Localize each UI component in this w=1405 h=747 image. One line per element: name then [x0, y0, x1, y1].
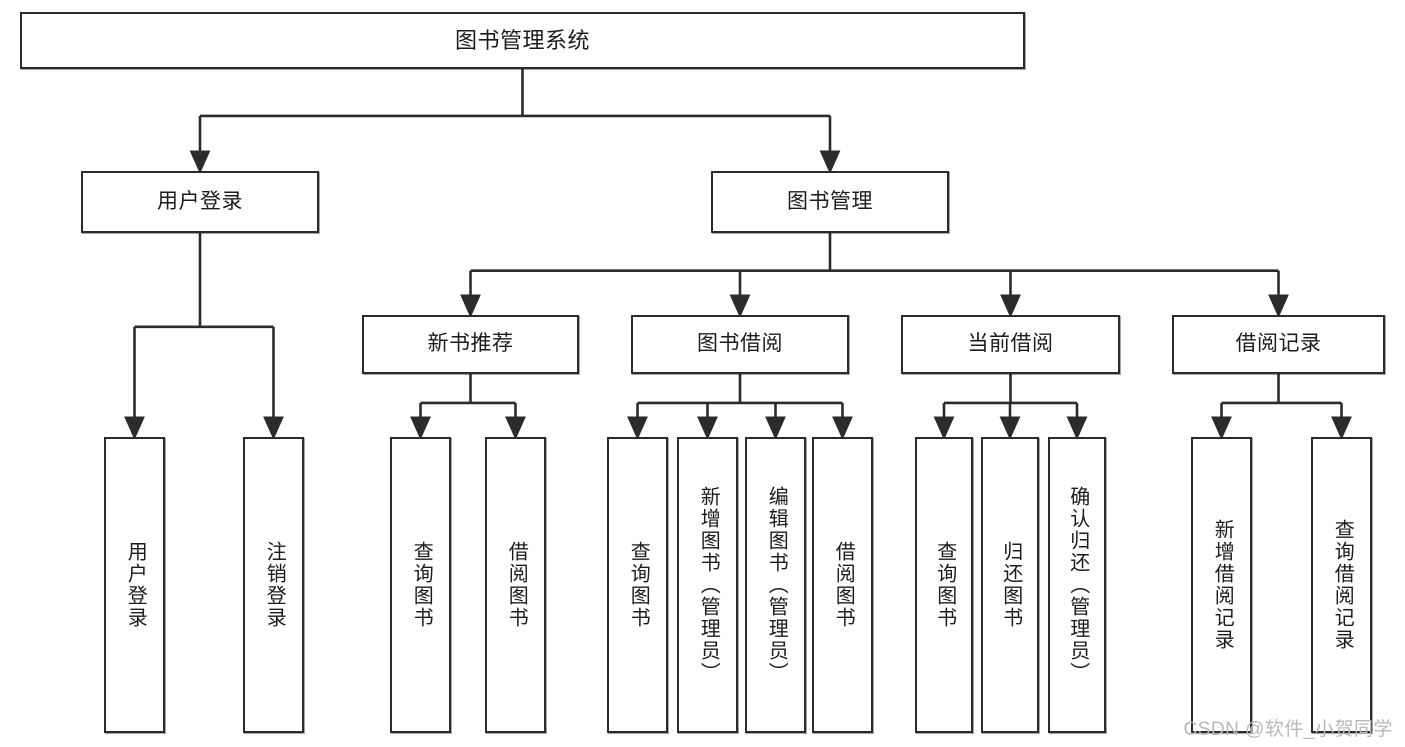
node-leaf-borrow-book-rec[interactable]: 借阅图书 — [485, 437, 546, 733]
node-leaf-add-book[interactable]: 新增图书（管理员） — [677, 437, 738, 733]
node-leaf-return-book[interactable]: 归还图书 — [981, 437, 1039, 733]
node-label: 新增图书（管理员） — [697, 486, 720, 684]
node-label: 查询图书 — [933, 541, 956, 629]
node-borrow-record[interactable]: 借阅记录 — [1172, 315, 1385, 374]
node-label: 图书借阅 — [697, 332, 783, 356]
node-current-borrow[interactable]: 当前借阅 — [901, 315, 1120, 374]
node-label: 图书管理 — [787, 189, 873, 213]
node-label: 当前借阅 — [967, 332, 1054, 356]
node-leaf-query-book-cb[interactable]: 查询图书 — [915, 437, 973, 733]
node-label: 用户登录 — [124, 541, 147, 629]
node-label: 查询借阅记录 — [1331, 519, 1354, 651]
node-label: 注销登录 — [263, 541, 286, 629]
node-leaf-query-book-rec[interactable]: 查询图书 — [390, 437, 451, 733]
node-label: 查询图书 — [410, 541, 433, 629]
node-new-book-rec[interactable]: 新书推荐 — [362, 315, 579, 374]
node-label: 新书推荐 — [427, 332, 514, 356]
node-label: 借阅图书 — [832, 541, 855, 629]
node-label: 借阅图书 — [505, 541, 528, 629]
node-user-login[interactable]: 用户登录 — [81, 171, 319, 233]
node-label: 新增借阅记录 — [1211, 519, 1234, 651]
node-leaf-query-record[interactable]: 查询借阅记录 — [1311, 437, 1372, 733]
node-leaf-user-login[interactable]: 用户登录 — [104, 437, 165, 733]
node-label: 查询图书 — [627, 541, 650, 629]
node-book-borrow[interactable]: 图书借阅 — [631, 315, 849, 374]
connector-edges — [124, 69, 1352, 440]
node-leaf-borrow-book-bb[interactable]: 借阅图书 — [812, 437, 873, 733]
node-label: 图书管理系统 — [454, 27, 590, 53]
node-label: 编辑图书（管理员） — [765, 486, 788, 684]
node-label: 借阅记录 — [1235, 332, 1322, 356]
node-leaf-confirm-return[interactable]: 确认归还（管理员） — [1048, 437, 1106, 733]
node-leaf-query-book-bb[interactable]: 查询图书 — [607, 437, 668, 733]
node-root[interactable]: 图书管理系统 — [20, 12, 1025, 69]
node-label: 确认归还（管理员） — [1066, 486, 1089, 684]
node-leaf-logout[interactable]: 注销登录 — [243, 437, 304, 733]
node-leaf-add-record[interactable]: 新增借阅记录 — [1191, 437, 1252, 733]
node-book-manage[interactable]: 图书管理 — [711, 171, 949, 233]
node-label: 用户登录 — [157, 189, 243, 213]
node-leaf-edit-book[interactable]: 编辑图书（管理员） — [745, 437, 806, 733]
node-label: 归还图书 — [999, 541, 1022, 629]
